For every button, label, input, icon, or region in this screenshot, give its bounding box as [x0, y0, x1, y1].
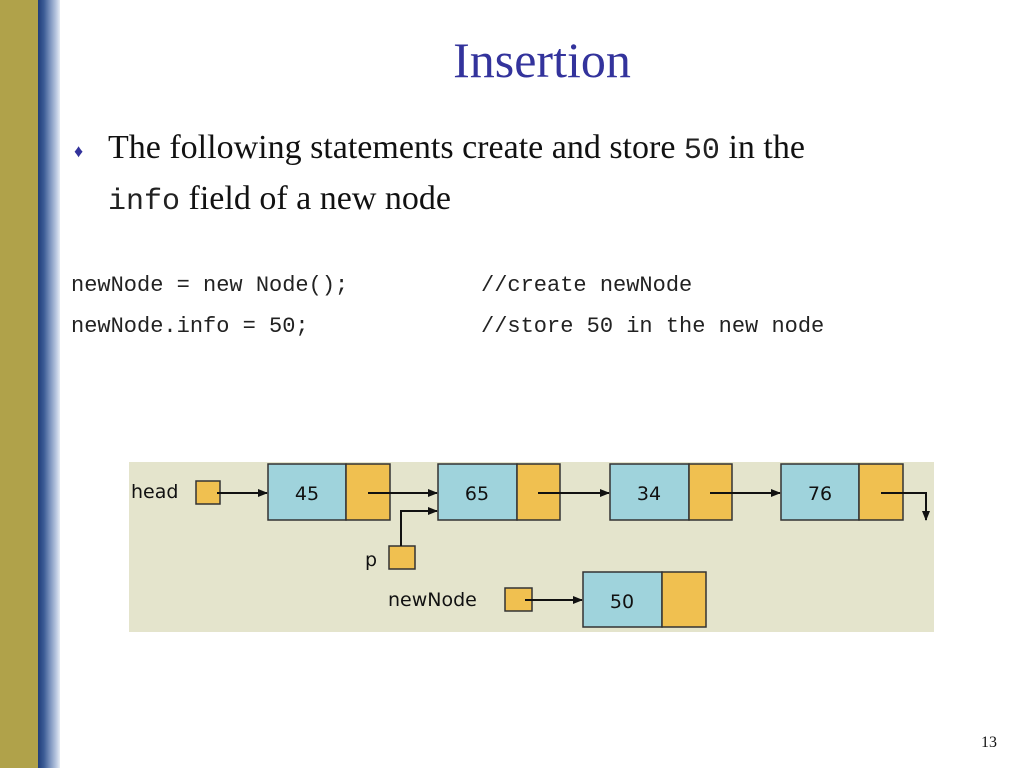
page-number: 13: [981, 734, 997, 751]
code-comment: //create newNode: [481, 273, 693, 298]
bullet-code-50: 50: [683, 134, 720, 168]
bullet-text-part2: in the: [719, 129, 805, 166]
node-info-field: [437, 463, 518, 521]
linked-list-diagram: head 45 65 34 76: [131, 463, 930, 628]
code-comment: //store 50 in the new node: [481, 314, 825, 339]
bullet-text-part3: field of a new node: [180, 180, 451, 217]
head-label: head: [131, 481, 178, 503]
p-label: p: [365, 549, 377, 571]
node-value: 45: [295, 483, 319, 505]
code-statement: newNode = new Node();: [71, 273, 349, 298]
node-link-field: [661, 571, 707, 628]
code-statement: newNode.info = 50;: [71, 314, 309, 339]
newnode-label: newNode: [388, 589, 477, 611]
node-info-field: [582, 571, 663, 628]
code-line-2: newNode.info = 50; //store 50 in the new …: [71, 316, 824, 338]
linked-list-figure: head 45 65 34 76: [129, 462, 934, 632]
slide-title: Insertion: [453, 32, 631, 88]
node-info-field: [780, 463, 860, 521]
node-value: 76: [808, 483, 832, 505]
slide-sidebar-decoration: [0, 0, 60, 768]
p-pointer-box: [388, 545, 416, 570]
node-value: 34: [637, 483, 661, 505]
code-line-1: newNode = new Node(); //create newNode: [71, 275, 692, 297]
p-arrow: [400, 507, 438, 546]
bullet-marker: ♦: [74, 141, 84, 161]
head-pointer-box: [195, 480, 221, 505]
bullet-text-part1: The following statements create and stor…: [108, 129, 684, 166]
node-info-field: [609, 463, 690, 521]
null-link-arrow: [881, 492, 930, 521]
node-value: 65: [465, 483, 489, 505]
node-value: 50: [610, 591, 634, 613]
new-node: 50: [582, 571, 707, 628]
list-node: 45: [267, 463, 391, 521]
bullet-text: The following statements create and stor…: [108, 124, 968, 226]
bullet-code-info: info: [108, 185, 181, 219]
